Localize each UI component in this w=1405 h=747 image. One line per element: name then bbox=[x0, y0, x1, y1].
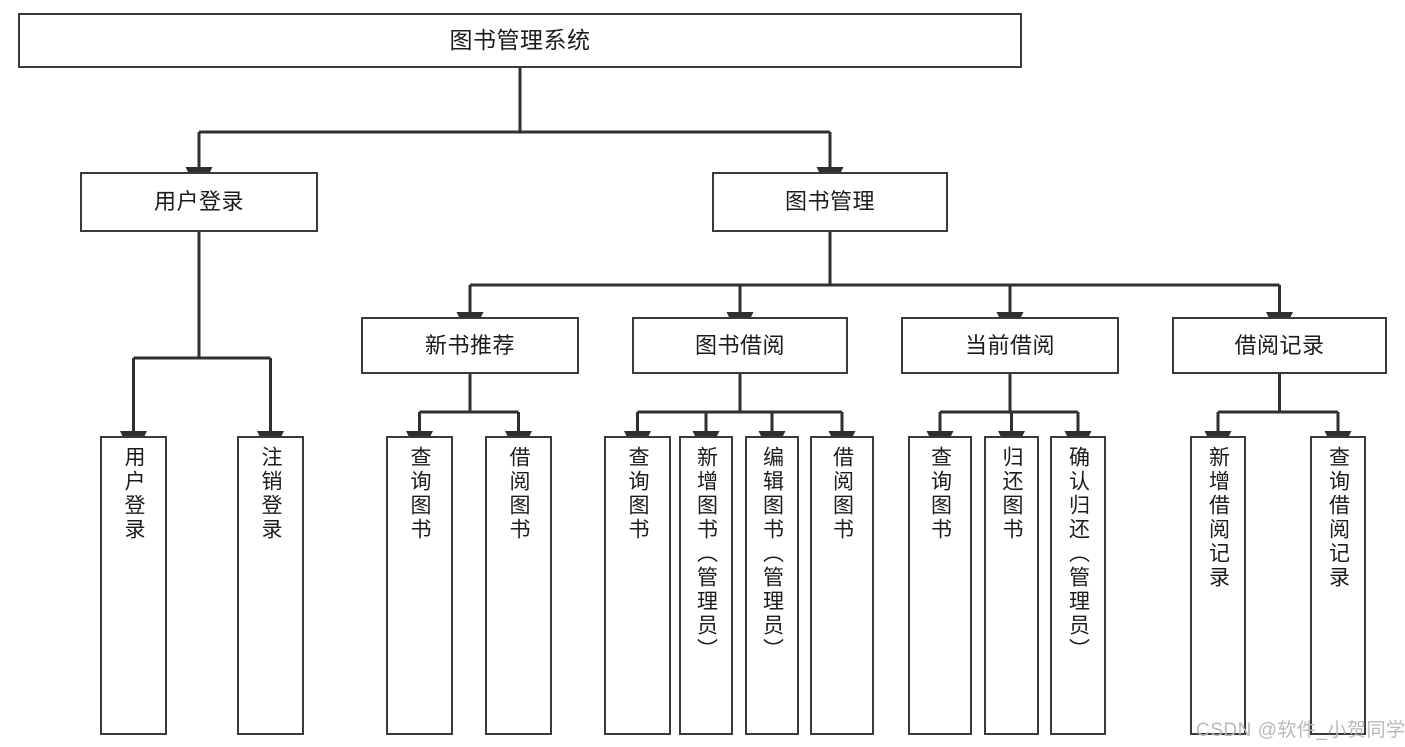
node-current-borrow-label: 当前借阅 bbox=[964, 332, 1055, 358]
node-leaf-query-book-current-label: 查询图书 bbox=[928, 446, 952, 542]
csdn-watermark: CSDN @软件_小贺同学 bbox=[1196, 720, 1405, 741]
node-book-borrow[interactable]: 图书借阅 bbox=[632, 317, 848, 374]
node-leaf-query-book-rec-label: 查询图书 bbox=[408, 446, 431, 542]
node-leaf-user-login[interactable]: 用户登录 bbox=[100, 436, 167, 735]
node-borrow-record[interactable]: 借阅记录 bbox=[1172, 317, 1387, 374]
node-book-manage[interactable]: 图书管理 bbox=[712, 172, 948, 232]
node-leaf-edit-book[interactable]: 编辑图书（管理员） bbox=[745, 436, 799, 735]
node-leaf-return-book[interactable]: 归还图书 bbox=[984, 436, 1039, 735]
node-user-login[interactable]: 用户登录 bbox=[80, 172, 318, 232]
node-root[interactable]: 图书管理系统 bbox=[18, 13, 1022, 68]
node-leaf-query-book-borrow-label: 查询图书 bbox=[626, 446, 649, 542]
node-leaf-add-book[interactable]: 新增图书（管理员） bbox=[679, 436, 733, 735]
node-leaf-query-borrow-record[interactable]: 查询借阅记录 bbox=[1310, 436, 1366, 735]
node-leaf-add-borrow-record[interactable]: 新增借阅记录 bbox=[1190, 436, 1246, 735]
node-leaf-query-borrow-record-label: 查询借阅记录 bbox=[1326, 446, 1350, 590]
node-leaf-confirm-return-label: 确认归还（管理员） bbox=[1066, 446, 1090, 662]
node-leaf-borrow-book[interactable]: 借阅图书 bbox=[810, 436, 874, 735]
node-leaf-edit-book-label: 编辑图书（管理员） bbox=[760, 446, 784, 662]
node-leaf-add-book-label: 新增图书（管理员） bbox=[694, 446, 718, 662]
node-leaf-user-logout[interactable]: 注销登录 bbox=[237, 436, 304, 735]
node-leaf-user-login-label: 用户登录 bbox=[122, 446, 145, 542]
node-current-borrow[interactable]: 当前借阅 bbox=[901, 317, 1119, 374]
node-user-login-label: 用户登录 bbox=[153, 189, 244, 215]
node-leaf-borrow-book-rec[interactable]: 借阅图书 bbox=[485, 436, 552, 735]
node-leaf-borrow-book-rec-label: 借阅图书 bbox=[507, 446, 530, 542]
node-book-manage-label: 图书管理 bbox=[784, 189, 875, 215]
node-leaf-confirm-return[interactable]: 确认归还（管理员） bbox=[1050, 436, 1106, 735]
node-leaf-borrow-book-label: 借阅图书 bbox=[830, 446, 854, 542]
node-leaf-user-logout-label: 注销登录 bbox=[259, 446, 282, 542]
node-leaf-return-book-label: 归还图书 bbox=[1000, 446, 1023, 542]
node-new-book-rec[interactable]: 新书推荐 bbox=[361, 317, 579, 374]
node-leaf-query-book-rec[interactable]: 查询图书 bbox=[386, 436, 453, 735]
node-book-borrow-label: 图书借阅 bbox=[694, 332, 785, 358]
node-root-label: 图书管理系统 bbox=[449, 26, 591, 53]
node-leaf-query-book-borrow[interactable]: 查询图书 bbox=[604, 436, 671, 735]
node-new-book-rec-label: 新书推荐 bbox=[424, 332, 515, 358]
node-leaf-query-book-current[interactable]: 查询图书 bbox=[908, 436, 972, 735]
node-borrow-record-label: 借阅记录 bbox=[1234, 332, 1325, 358]
node-leaf-add-borrow-record-label: 新增借阅记录 bbox=[1206, 446, 1230, 590]
